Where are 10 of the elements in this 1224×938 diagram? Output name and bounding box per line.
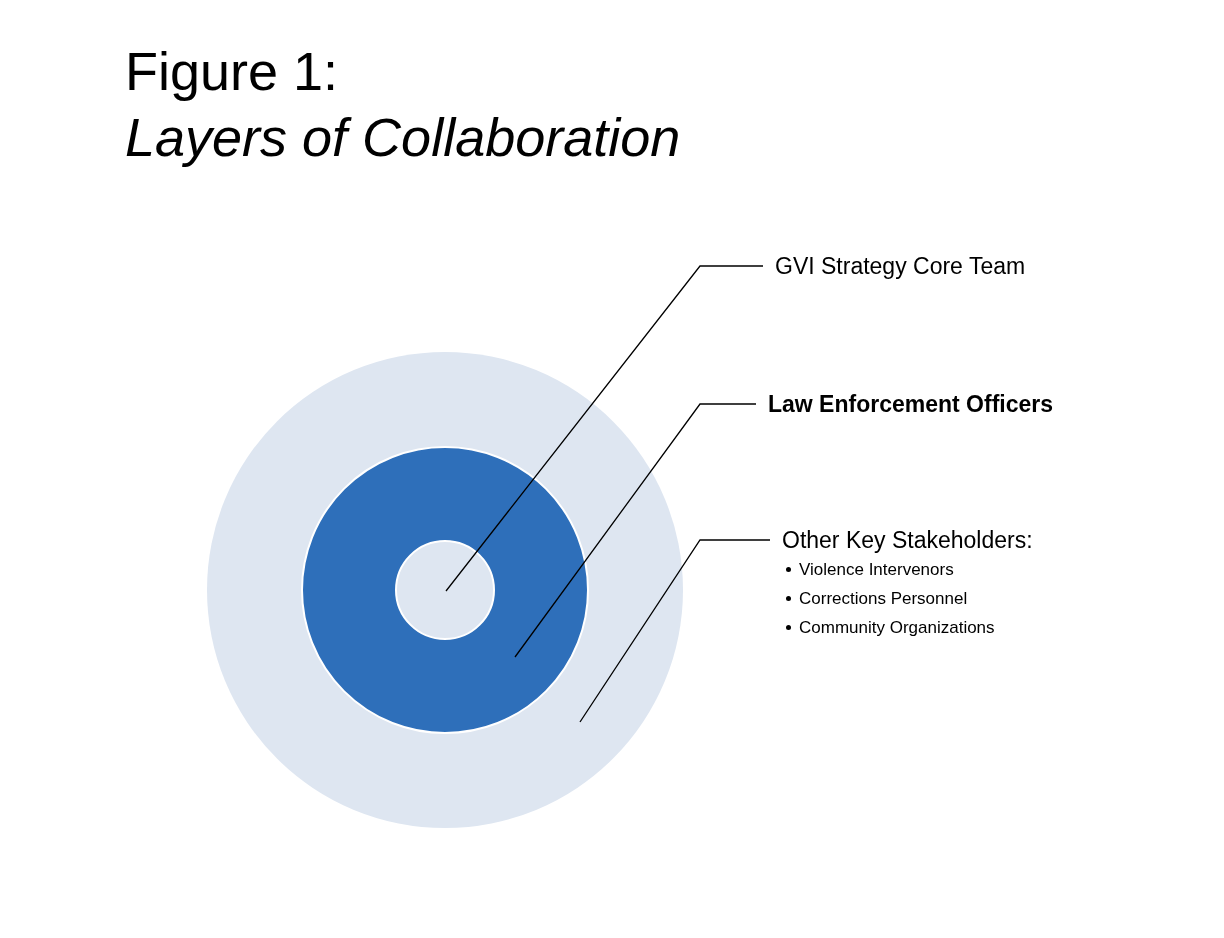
leader-line — [514, 403, 757, 658]
bullet-item: Corrections Personnel — [782, 584, 1033, 613]
layer-label: GVI Strategy Core Team — [775, 252, 1026, 281]
figure-title: Figure 1: Layers of Collaboration — [125, 40, 681, 169]
bullet-item: Community Organizations — [782, 613, 1033, 642]
layer-label: Other Key Stakeholders: — [782, 526, 1033, 555]
bullet-item: Violence Intervenors — [782, 555, 1033, 584]
layer-label: Law Enforcement Officers — [768, 390, 1054, 419]
leader-line — [445, 265, 764, 592]
leader-line — [579, 539, 771, 723]
